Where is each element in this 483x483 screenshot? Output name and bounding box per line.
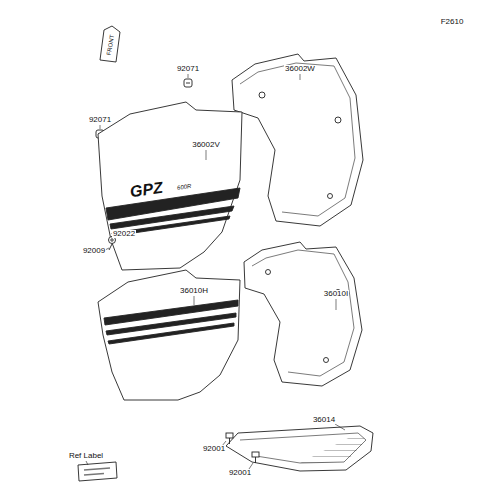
screw bbox=[109, 237, 116, 251]
callout-number: 36010I bbox=[323, 290, 349, 298]
side-cover-right-lower bbox=[244, 242, 362, 386]
side-cover-left-lower bbox=[98, 270, 240, 400]
side-cover-right bbox=[232, 54, 363, 226]
callout-number: 36002V bbox=[191, 141, 221, 149]
callout-number: 36002W bbox=[284, 65, 316, 73]
bolt bbox=[226, 433, 259, 463]
callout-number: 92001 bbox=[228, 469, 252, 477]
label-name: Ref Label bbox=[68, 452, 104, 460]
callout-number: 92071 bbox=[88, 116, 112, 124]
front-tag bbox=[100, 26, 120, 62]
reference-label bbox=[78, 462, 117, 481]
callout-number: 92009 bbox=[82, 247, 106, 255]
callout-number: 36010H bbox=[179, 287, 209, 295]
figure-number: F2610 bbox=[440, 18, 465, 26]
side-cover-left bbox=[98, 102, 242, 270]
callout-number: 92001 bbox=[202, 445, 226, 453]
chain-guard bbox=[226, 426, 373, 471]
callout-number: 36014 bbox=[312, 416, 336, 424]
leader-line bbox=[86, 74, 345, 469]
callout-number: 92022 bbox=[112, 230, 136, 238]
callout-number: 92071 bbox=[176, 65, 200, 73]
